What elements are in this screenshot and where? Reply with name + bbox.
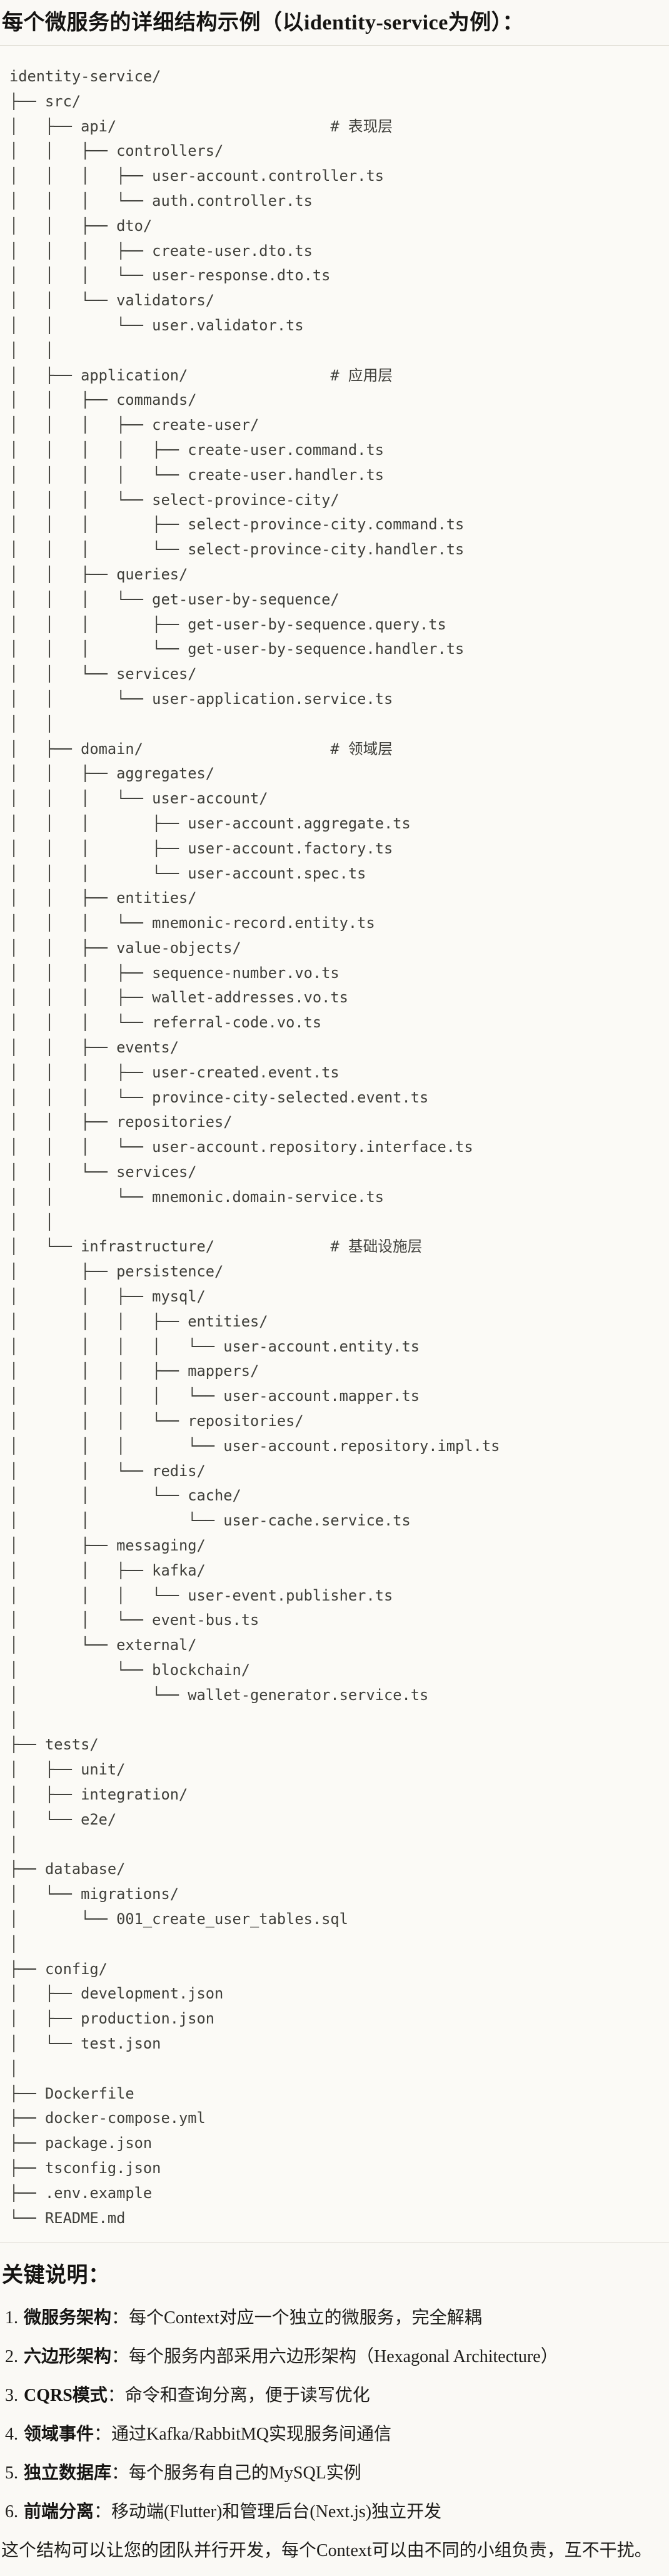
note-text: ：每个服务内部采用六边形架构（Hexagonal Architecture）: [111, 2347, 558, 2367]
note-text: ：命令和查询分离，便于读写优化: [107, 2386, 370, 2406]
note-text: ：移动端(Flutter)和管理后台(Next.js)独立开发: [94, 2502, 442, 2522]
note-term: 前端分离: [24, 2502, 94, 2522]
note-term: 六边形架构: [24, 2347, 112, 2367]
message-body: 每个微服务的详细结构示例（以identity-service为例）： ident…: [0, 9, 669, 2564]
note-item: 5. 独立数据库：每个服务有自己的MySQL实例: [5, 2460, 669, 2487]
note-item: 2. 六边形架构：每个服务内部采用六边形架构（Hexagonal Architec…: [5, 2344, 669, 2370]
note-item: 6. 前端分离：移动端(Flutter)和管理后台(Next.js)独立开发: [5, 2499, 669, 2525]
note-item: 1. 微服务架构：每个Context对应一个独立的微服务，完全解耦: [5, 2305, 669, 2331]
closing-paragraph: 这个结构可以让您的团队并行开发，每个Context可以由不同的小组负责，互不干扰…: [1, 2541, 652, 2561]
note-text: ：每个服务有自己的MySQL实例: [111, 2463, 361, 2483]
note-term: 领域事件: [24, 2425, 94, 2445]
note-number: 5.: [5, 2463, 18, 2483]
notes-list: 1. 微服务架构：每个Context对应一个独立的微服务，完全解耦 2. 六边形架构…: [0, 2305, 669, 2525]
note-number: 3.: [5, 2386, 18, 2406]
note-number: 1.: [5, 2308, 18, 2328]
note-item: 4. 领域事件：通过Kafka/RabbitMQ实现服务间通信: [5, 2421, 669, 2448]
note-term: 微服务架构: [24, 2308, 112, 2328]
note-term: 独立数据库: [24, 2463, 112, 2483]
file-tree: identity-service/ ├── src/ │ ├── api/ # …: [9, 68, 500, 2227]
note-number: 2.: [5, 2347, 18, 2367]
note-text: ：通过Kafka/RabbitMQ实现服务间通信: [94, 2425, 391, 2445]
note-term: CQRS模式: [24, 2386, 108, 2406]
notes-heading: 关键说明：: [2, 2264, 110, 2288]
page-title: 每个微服务的详细结构示例（以identity-service为例）：: [2, 11, 524, 34]
note-text: ：每个Context对应一个独立的微服务，完全解耦: [111, 2308, 482, 2328]
note-item: 3. CQRS模式：命令和查询分离，便于读写优化: [5, 2383, 669, 2409]
note-number: 4.: [5, 2425, 18, 2445]
code-block: identity-service/ ├── src/ │ ├── api/ # …: [0, 45, 669, 2243]
note-number: 6.: [5, 2502, 18, 2522]
